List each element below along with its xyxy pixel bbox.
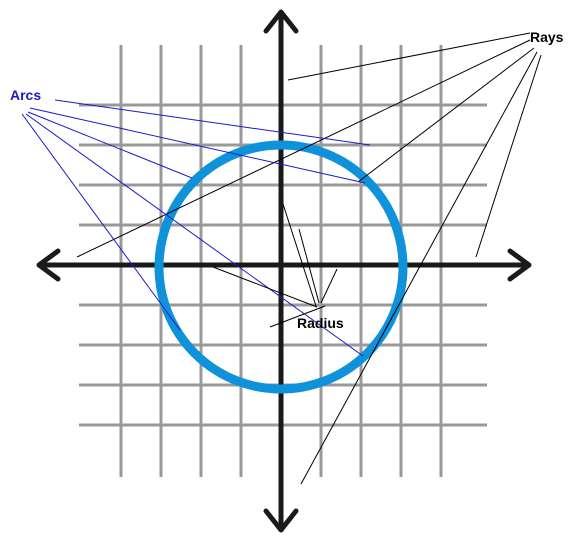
arcs-pointers (21, 99, 371, 357)
circle (154, 140, 408, 394)
arcs-pointer-line (54, 99, 371, 146)
radius-pointer-line (320, 268, 338, 304)
radius-label: Radius (297, 315, 344, 331)
radius-pointer-line (212, 266, 318, 308)
rays-label: Rays (530, 29, 564, 45)
rays-pointer-line (300, 51, 538, 485)
axes (36, 9, 532, 533)
arcs-pointer-line (21, 113, 181, 331)
right-arrowhead (507, 248, 532, 282)
radius-pointers (212, 203, 338, 328)
radius-pointer-line (282, 203, 317, 307)
radius-pointer-line (298, 228, 320, 304)
down-arrowhead (263, 508, 299, 533)
left-arrowhead (36, 248, 61, 282)
rays-pointer-line (287, 32, 531, 81)
rays-pointer-line (357, 47, 535, 183)
arcs-pointer-line (25, 113, 364, 357)
arcs-pointer-line (27, 111, 193, 179)
rays-pointer-line (76, 39, 531, 258)
rays-pointers (76, 32, 542, 485)
radius-pointer-line (269, 305, 326, 328)
rays-pointer-line (475, 54, 542, 258)
arcs-label: Arcs (10, 87, 41, 103)
arcs-pointer-line (29, 107, 366, 184)
up-arrowhead (263, 9, 299, 34)
